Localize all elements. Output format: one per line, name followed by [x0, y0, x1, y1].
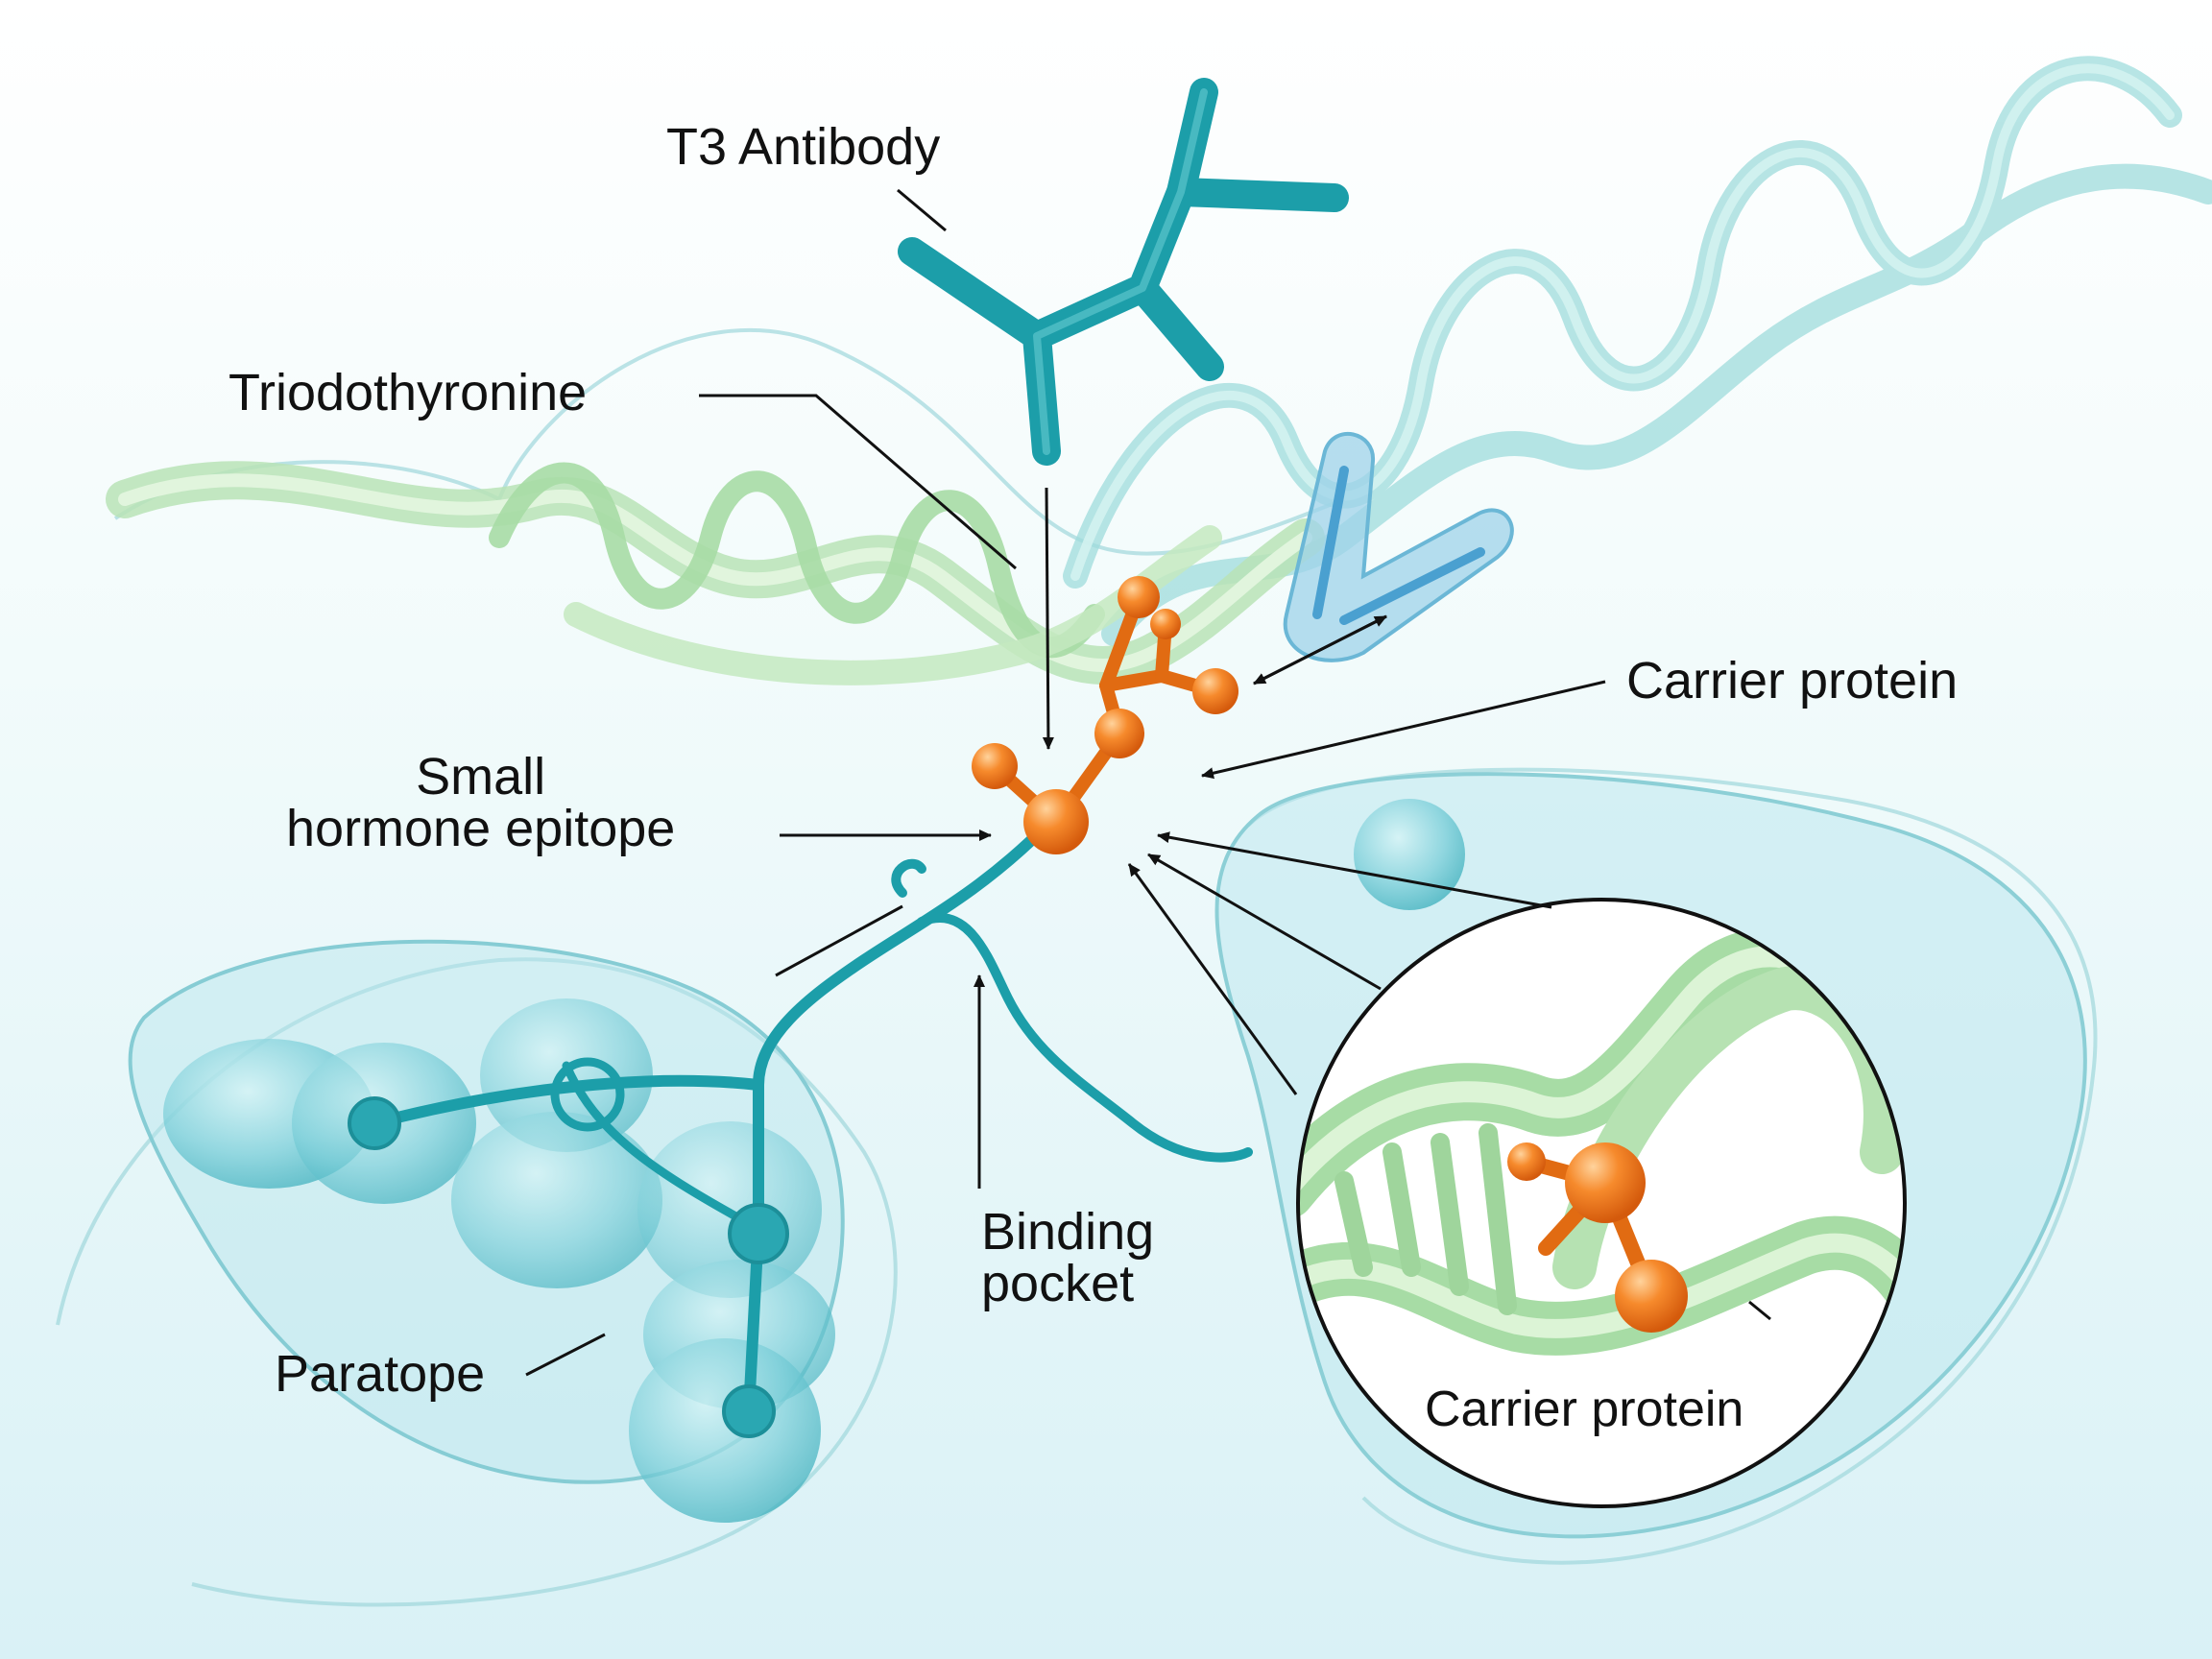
carrier-protein-label: Carrier protein — [1626, 652, 1959, 709]
binding-pocket-label: Binding pocket — [981, 1203, 1155, 1312]
t3-antibody-label: T3 Antibody — [666, 118, 941, 176]
triiodothyronine-molecule — [972, 576, 1238, 854]
small-hormone-epitope-label: Small hormone epitope — [286, 748, 676, 857]
triiodothyronine-label: Triodothyronine — [228, 364, 588, 421]
antibody-chain — [348, 820, 1253, 1438]
pointer-lines — [525, 188, 1771, 1377]
t3-antibody-y-shape — [898, 78, 1349, 466]
carrier-protein-helix-cyan — [1063, 56, 2212, 646]
inset-carrier-protein-label: Carrier protein — [1425, 1382, 1744, 1437]
inset-magnified-view — [1296, 898, 1907, 1508]
paratope-label: Paratope — [275, 1345, 486, 1403]
antibody-fab-fragment — [1283, 432, 1514, 662]
carrier-protein-helix-cyan-inner — [1070, 63, 2175, 581]
